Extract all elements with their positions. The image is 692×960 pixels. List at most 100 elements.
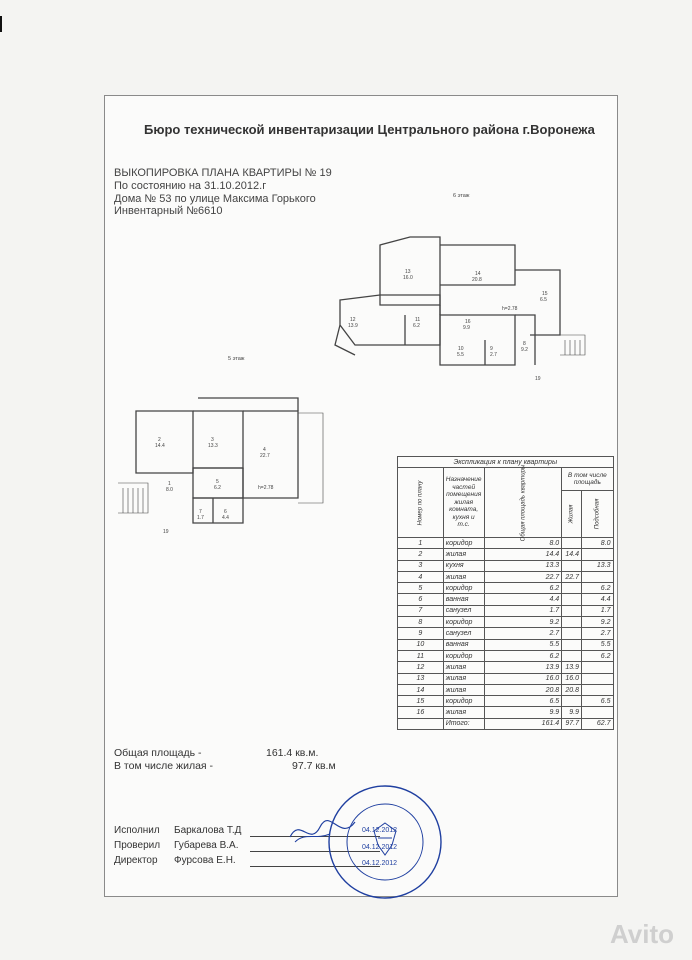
room-number: 3 <box>397 559 444 572</box>
room-total-area: 9.2 <box>483 616 563 629</box>
room-purpose: коридор <box>442 695 485 708</box>
room-number: 9 <box>397 627 444 640</box>
room-purpose: коридор <box>442 582 485 595</box>
room-number: 2 <box>397 548 444 561</box>
room-aux-area: 13.3 <box>580 559 614 572</box>
room-purpose: санузел <box>442 604 485 618</box>
svg-text:13: 13 <box>405 269 411 275</box>
room-total-area: 22.7 <box>483 570 563 584</box>
svg-text:8: 8 <box>523 341 526 347</box>
room-living-area <box>561 649 582 663</box>
svg-text:6.5: 6.5 <box>540 297 547 303</box>
room-purpose: жилая <box>442 570 485 584</box>
total-area-label: Общая площадь - <box>114 747 202 759</box>
svg-text:7: 7 <box>199 509 202 515</box>
svg-text:6.2: 6.2 <box>214 485 221 491</box>
as-of-date: По состоянию на 31.10.2012.г <box>114 180 267 192</box>
svg-text:5: 5 <box>216 479 219 485</box>
room-aux-area: 6.2 <box>580 582 614 595</box>
room-number: 13 <box>397 672 444 685</box>
svg-text:2: 2 <box>158 437 161 443</box>
signature-name-3: Фурсова Е.Н. <box>174 855 236 866</box>
explication-caption: Экспликация к плану квартиры <box>397 456 614 468</box>
room-number: 7 <box>397 604 444 618</box>
signature-line-2 <box>250 851 380 852</box>
room-purpose: коридор <box>442 536 485 550</box>
svg-text:22.7: 22.7 <box>260 453 270 459</box>
svg-text:12: 12 <box>350 317 356 323</box>
room-total-area: 13.9 <box>483 661 563 674</box>
room-living-area: 14.4 <box>561 548 582 561</box>
upper-floor-label: 6 этаж <box>453 193 470 199</box>
avito-watermark: Avito <box>609 919 674 949</box>
room-aux-area <box>580 570 614 584</box>
svg-text:15: 15 <box>542 291 548 297</box>
svg-text:3: 3 <box>211 437 214 443</box>
svg-text:9.9: 9.9 <box>463 325 470 331</box>
room-aux-area: 6.5 <box>580 695 614 708</box>
room-number: 6 <box>397 593 444 606</box>
lower-floor-plan: 214.4 313.3 422.7 56.2 71.7 64.4 18.0 h=… <box>118 397 324 535</box>
room-purpose: ванная <box>442 638 485 651</box>
room-purpose: ванная <box>442 593 485 606</box>
svg-text:16: 16 <box>465 319 471 325</box>
room-living-area: 13.9 <box>561 661 582 674</box>
room-living-area: 22.7 <box>561 570 582 584</box>
room-purpose: кухня <box>442 559 485 572</box>
explication-table: Экспликация к плану квартиры Номер по пл… <box>397 456 614 731</box>
svg-text:9: 9 <box>490 346 493 352</box>
stamp-date-1: 04.12.2012 <box>362 827 397 834</box>
svg-text:11: 11 <box>415 317 420 323</box>
room-living-area <box>561 604 582 618</box>
header-total-area: Общая площадь квартиры <box>483 464 563 541</box>
room-living-area <box>561 695 582 708</box>
svg-text:14: 14 <box>475 271 481 277</box>
room-purpose: жилая <box>442 706 485 719</box>
header-purpose: Назначение частей помещения жилая комнат… <box>442 467 485 538</box>
room-living-area <box>561 582 582 595</box>
room-total-area: 6.2 <box>483 582 563 595</box>
bureau-title: Бюро технической инвентаризации Централь… <box>144 122 595 137</box>
room-number: 4 <box>397 570 444 584</box>
signature-role-3: Директор <box>114 855 158 866</box>
total-area-value: 161.4 кв.м. <box>266 747 319 759</box>
room-living-area: 9.9 <box>561 706 582 719</box>
svg-text:10: 10 <box>458 346 464 352</box>
svg-text:19: 19 <box>535 376 541 382</box>
svg-text:13.3: 13.3 <box>208 443 218 449</box>
room-aux-area: 8.0 <box>580 536 614 550</box>
document-title: ВЫКОПИРОВКА ПЛАНА КВАРТИРЫ № 19 <box>114 167 332 179</box>
room-purpose: жилая <box>442 548 485 561</box>
handwritten-signature <box>289 820 356 843</box>
totals-total: 161.4 <box>483 717 563 731</box>
svg-text:16.0: 16.0 <box>403 275 413 281</box>
room-purpose: жилая <box>442 661 485 674</box>
signature-line-3 <box>250 866 380 867</box>
room-number: 1 <box>397 536 444 550</box>
svg-text:h=2.78: h=2.78 <box>258 485 274 491</box>
room-living-area <box>561 559 582 572</box>
svg-text:1.7: 1.7 <box>197 515 204 521</box>
header-room-number: Номер по плану <box>397 467 444 538</box>
svg-text:6.2: 6.2 <box>413 323 420 329</box>
room-number: 5 <box>397 582 444 595</box>
room-aux-area <box>580 706 614 719</box>
room-aux-area: 2.7 <box>580 627 614 640</box>
room-number: 11 <box>397 649 444 663</box>
stamp-date-3: 04.12.2012 <box>362 860 397 867</box>
header-living: Жилая <box>561 490 582 538</box>
room-aux-area: 4.4 <box>580 593 614 606</box>
